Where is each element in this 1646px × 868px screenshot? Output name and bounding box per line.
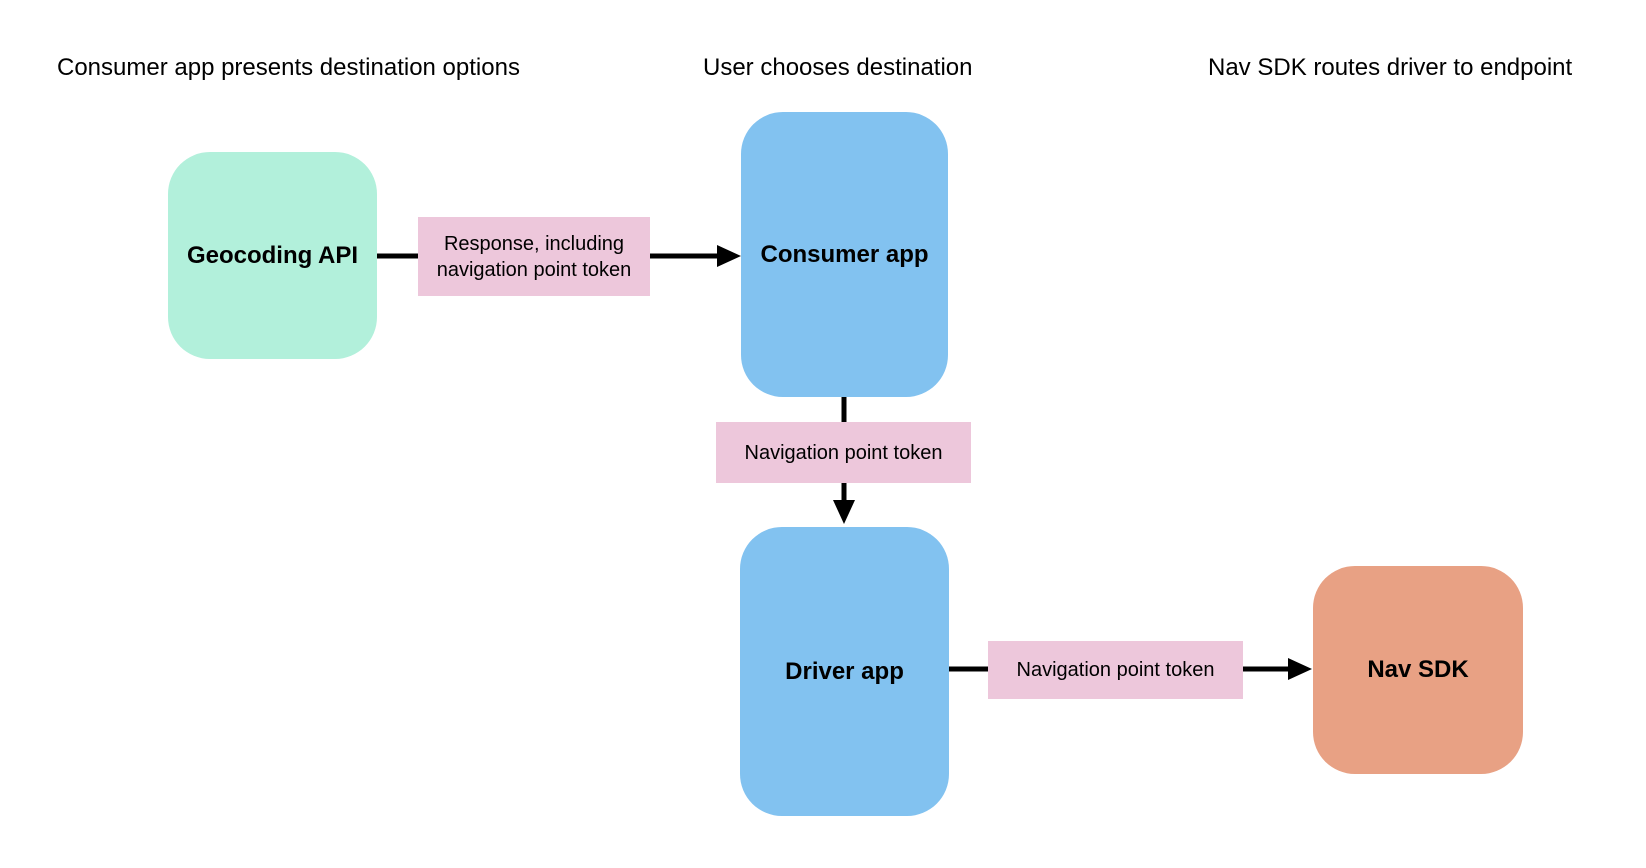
node-nav-sdk-label: Nav SDK [1367,656,1469,683]
stage-heading-user-chooses: User chooses destination [703,54,973,81]
stage-heading-nav-sdk-routes: Nav SDK routes driver to endpoint [1208,54,1573,81]
node-nav-sdk: Nav SDK [1313,566,1523,774]
edge-label-navigation-point-token-vertical: Navigation point token [716,422,971,483]
node-consumer-app-label: Consumer app [760,240,929,268]
node-geocoding-api-label: Geocoding API [186,241,359,269]
edge-label-response-including-token: Response, including navigation point tok… [418,217,650,296]
node-geocoding-api: Geocoding API [168,152,377,359]
node-driver-app: Driver app [740,527,949,816]
node-consumer-app: Consumer app [741,112,948,397]
stage-heading-consumer-presents: Consumer app presents destination option… [57,54,520,81]
node-driver-app-label: Driver app [785,657,904,685]
edge-label-navigation-point-token-horizontal: Navigation point token [988,641,1243,699]
